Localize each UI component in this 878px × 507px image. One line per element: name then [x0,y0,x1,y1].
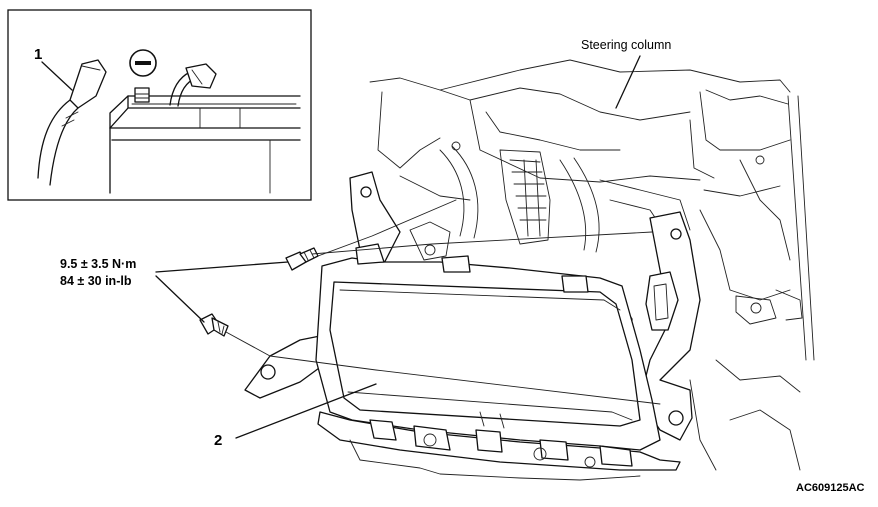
inset-frame [7,9,312,201]
negative-cable-disconnected [37,59,107,186]
negative-terminal-symbol [129,49,157,77]
battery-negative-post [134,87,150,103]
passenger-airbag-module [315,243,681,481]
battery [109,95,301,194]
figure-code: AC609125AC [796,482,865,494]
torque-imperial: 84 ± 30 in-lb [60,274,132,288]
bolt-alignment-lines [225,199,661,405]
callout-2-leader [235,383,377,439]
torque-metric: 9.5 ± 3.5 N·m [60,257,137,271]
terminal-boot [169,63,217,107]
steering-column-leader [615,55,641,109]
mounting-bolt-upper [285,247,319,271]
torque-leader-upper [155,261,289,273]
torque-spec: 9.5 ± 3.5 N·m 84 ± 30 in-lb [60,256,136,290]
torque-leader-lower [155,275,205,323]
mounting-bolt-lower [199,313,229,337]
callout-1-leader [41,61,73,91]
instrument-panel-structure [369,59,815,471]
callout-1: 1 [34,46,43,63]
callout-2: 2 [214,432,223,449]
steering-column-label: Steering column [581,38,672,52]
battery-inset [7,9,312,201]
